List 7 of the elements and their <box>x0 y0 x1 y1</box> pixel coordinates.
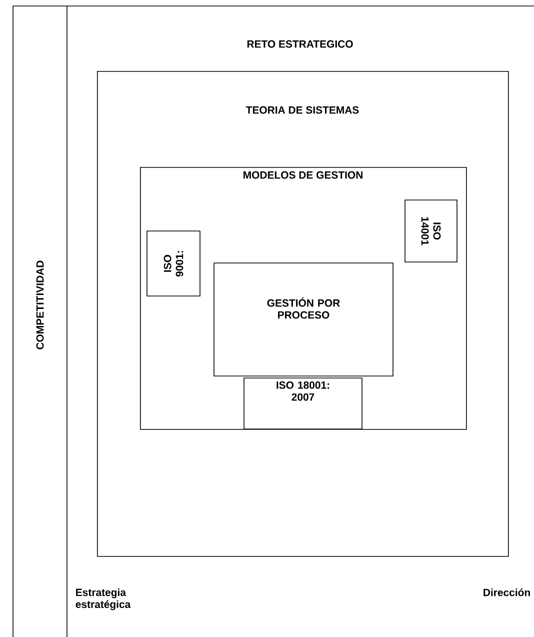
axis-label: Dirección <box>484 588 530 596</box>
standard-box: ISO 14001 <box>404 200 458 262</box>
side-band: COMPETITIVIDAD <box>12 6 68 637</box>
standard-box: ISO 18001: 2007 <box>244 378 362 430</box>
outer-frame: RETO ESTRATEGICO <box>66 6 534 48</box>
standard-box: ISO 9001: <box>146 230 200 296</box>
process-box: GESTIÓN POR PROCESO <box>214 262 394 376</box>
